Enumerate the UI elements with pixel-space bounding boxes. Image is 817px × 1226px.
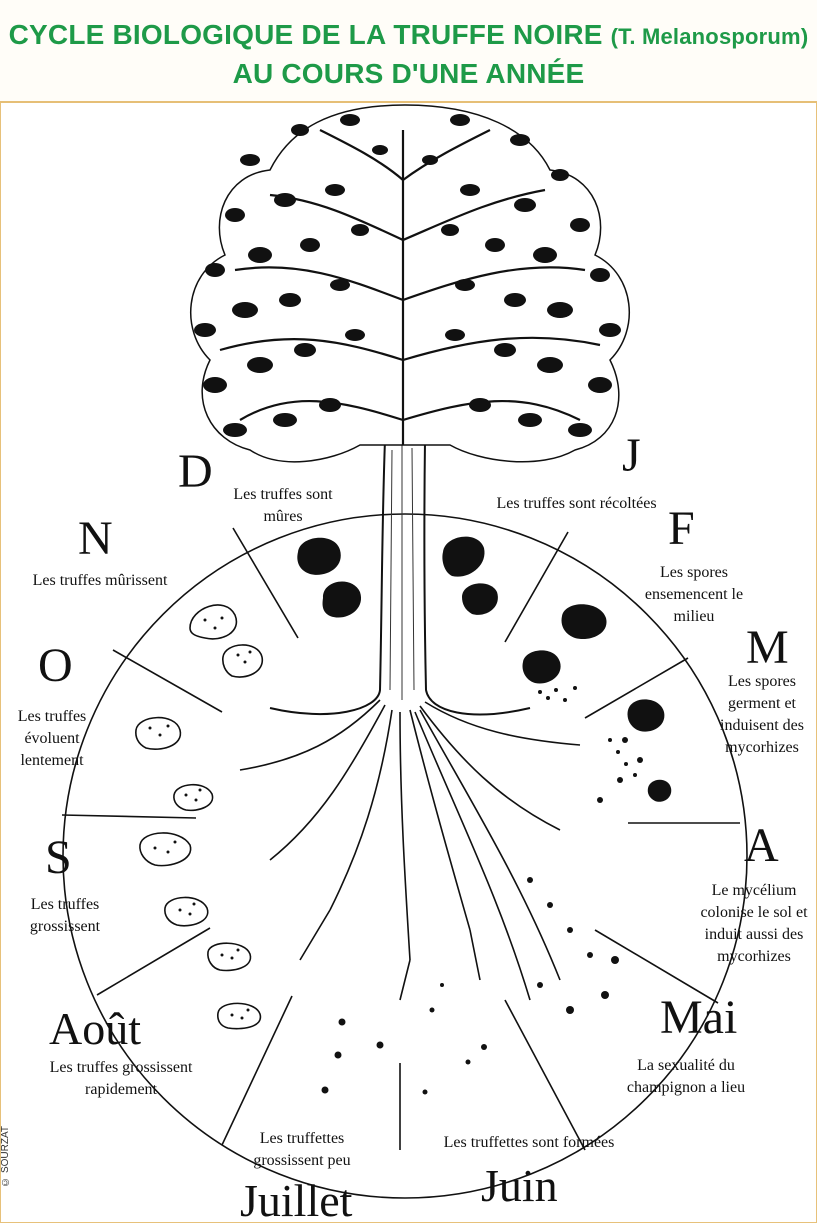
caption-may: La sexualité du champignon a lieu	[616, 1055, 756, 1099]
month-label-april: A	[744, 822, 779, 870]
caption-january: Les truffes sont récoltées	[474, 493, 679, 515]
month-label-august: Août	[49, 1006, 141, 1052]
month-label-january: J	[622, 432, 641, 480]
month-label-july: Juillet	[240, 1178, 352, 1224]
month-label-september: S	[45, 834, 72, 882]
mycorrhiza-dots	[527, 737, 643, 1014]
month-label-november: N	[78, 515, 113, 563]
caption-october: Les truffes évoluent lentement	[4, 706, 100, 772]
tree-trunk	[270, 440, 530, 714]
tree-roots	[240, 700, 580, 1000]
month-label-december: D	[178, 448, 213, 496]
caption-september: Les truffes grossissent	[20, 894, 110, 938]
photo-credit: © SOURZAT	[0, 1126, 12, 1187]
spore-dots	[538, 686, 637, 777]
caption-december: Les truffes sont mûres	[228, 484, 338, 528]
truffettes	[322, 983, 488, 1095]
caption-august: Les truffes grossissent rapidement	[34, 1057, 208, 1101]
tree-canopy	[191, 105, 630, 462]
month-label-march: M	[746, 624, 789, 672]
month-label-june: Juin	[481, 1163, 558, 1209]
caption-june: Les truffettes sont formées	[424, 1132, 634, 1154]
caption-march: Les spores germent et induisent des myco…	[712, 671, 812, 759]
month-label-may: Mai	[660, 994, 737, 1042]
caption-april: Le mycélium colonise le sol et induit au…	[694, 880, 814, 968]
caption-november: Les truffes mûrissent	[15, 570, 185, 592]
month-label-october: O	[38, 642, 73, 690]
caption-july: Les truffettes grossissent peu	[238, 1128, 366, 1172]
caption-february: Les spores ensemencent le milieu	[644, 562, 744, 628]
